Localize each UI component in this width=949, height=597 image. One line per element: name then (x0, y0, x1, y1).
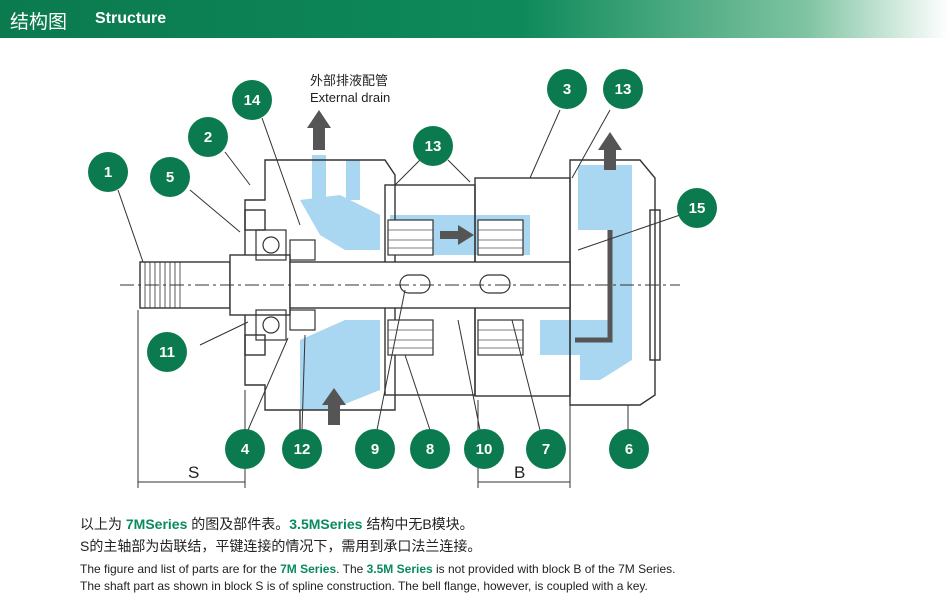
drain-label-en: External drain (310, 90, 390, 105)
callout-6: 6 (609, 429, 649, 469)
callout-10: 10 (464, 429, 504, 469)
svg-text:13: 13 (615, 81, 632, 98)
svg-text:1: 1 (104, 164, 112, 181)
caption-zh1-series-7m: 7MSeries (125, 516, 188, 532)
svg-text:9: 9 (371, 441, 379, 458)
svg-text:15: 15 (689, 200, 706, 217)
drain-label-zh: 外部排液配管 (310, 73, 388, 88)
svg-text:14: 14 (244, 92, 261, 109)
dim-b-label: B (514, 463, 525, 482)
svg-text:2: 2 (204, 129, 212, 146)
callout-1: 1 (88, 152, 128, 192)
callout-15: 15 (677, 188, 717, 228)
header-title-en: Structure (95, 10, 167, 27)
callout-8: 8 (410, 429, 450, 469)
svg-text:6: 6 (625, 441, 633, 458)
callout-2: 2 (188, 117, 228, 157)
caption-en1-text-e: is not provided with block B of the 7M S… (432, 562, 676, 576)
bearings (255, 229, 316, 341)
caption-en-line1: The figure and list of parts are for the… (80, 562, 675, 576)
svg-text:11: 11 (159, 344, 175, 361)
dimension-lines (137, 310, 571, 488)
callout-3: 3 (547, 69, 587, 109)
svg-text:10: 10 (476, 441, 493, 458)
header-bar: 结构图 Structure (0, 0, 949, 38)
svg-text:5: 5 (166, 169, 174, 186)
svg-text:4: 4 (241, 441, 250, 458)
structure-diagram: 外部排液配管 External drain (88, 69, 717, 488)
header-title-zh: 结构图 (10, 11, 68, 33)
callout-bubbles: 1 2 3 4 5 6 7 8 9 10 11 12 13 13 14 15 (88, 69, 717, 469)
svg-text:8: 8 (426, 441, 434, 458)
caption-zh1-text-e: 结构中无B模块。 (362, 516, 474, 532)
caption-zh-line2: S的主轴部为齿联结，平键连接的情况下，需用到承口法兰连接。 (80, 538, 482, 554)
svg-text:12: 12 (294, 441, 311, 458)
svg-text:7: 7 (542, 441, 550, 458)
caption-en-line2: The shaft part as shown in block S is of… (80, 579, 648, 593)
callout-12: 12 (282, 429, 322, 469)
caption-zh-line1: 以上为 7MSeries 的图及部件表。3.5MSeries 结构中无B模块。 (80, 514, 474, 534)
dim-s-label: S (188, 463, 199, 482)
caption-en1-text-a: The figure and list of parts are for the (80, 562, 281, 576)
callout-13b: 13 (603, 69, 643, 109)
caption-zh1-text-c: 的图及部件表。 (187, 516, 290, 532)
callout-13a: 13 (413, 126, 453, 166)
caption-zh1-series-35m: 3.5MSeries (289, 516, 363, 532)
return-flow-arrow (575, 230, 613, 343)
svg-text:13: 13 (425, 138, 442, 155)
svg-text:3: 3 (563, 81, 571, 98)
caption-en1-series-7m: 7M Series (280, 562, 337, 576)
callout-5: 5 (150, 157, 190, 197)
gears (387, 219, 524, 356)
callout-11: 11 (147, 332, 187, 372)
callout-4: 4 (225, 429, 265, 469)
caption-zh1-text-a: 以上为 (80, 516, 126, 532)
gear-teeth (388, 229, 523, 349)
caption-en1-series-35m: 3.5M Series (366, 562, 433, 576)
caption-en1-text-c: . The (336, 562, 367, 576)
callout-14: 14 (232, 80, 272, 120)
callout-7: 7 (526, 429, 566, 469)
leader-lines (117, 109, 681, 431)
callout-9: 9 (355, 429, 395, 469)
flow-arrows (307, 110, 622, 425)
